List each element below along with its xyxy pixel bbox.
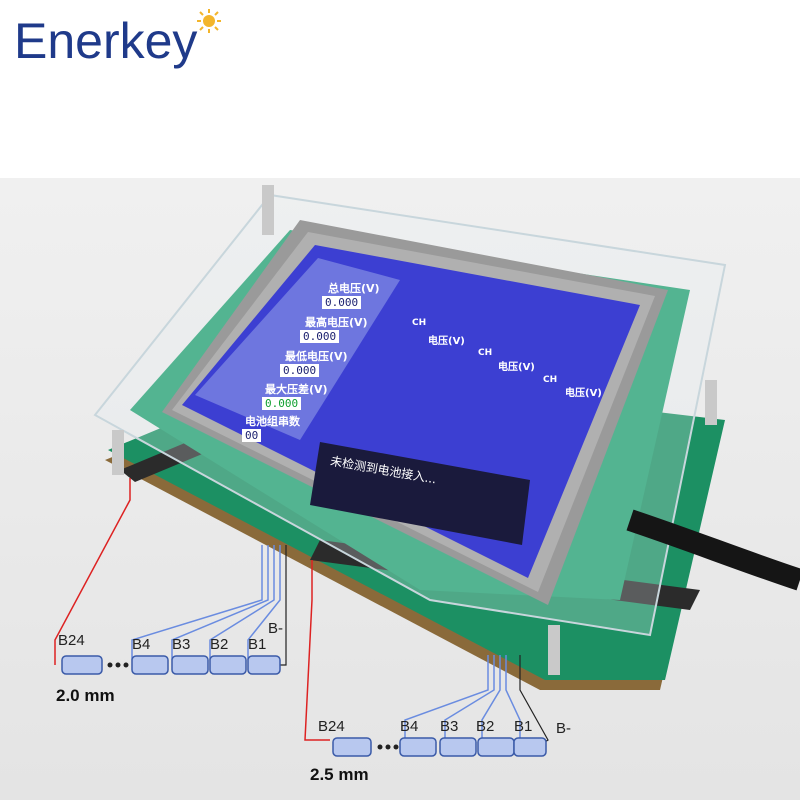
cell-label-b4-a: B4 xyxy=(132,636,151,653)
pitch-label-b: 2.5 mm xyxy=(310,765,369,784)
cell-label-b4-b: B4 xyxy=(400,718,419,735)
cell-label-b3-a: B3 xyxy=(172,636,191,653)
brand-logo: Enerkey xyxy=(14,13,198,69)
neg-label-a: B- xyxy=(268,620,283,637)
cell-label-b2-a: B2 xyxy=(210,636,229,653)
neg-label-b: B- xyxy=(556,720,571,737)
cell-label-b1-a: B1 xyxy=(248,636,267,653)
cell-label-b24-b: B24 xyxy=(318,718,345,735)
sun-logo-icon xyxy=(197,9,221,33)
cell-label-b3-b: B3 xyxy=(440,718,459,735)
cell-label-b24-a: B24 xyxy=(58,632,85,649)
cell-label-b2-b: B2 xyxy=(476,718,495,735)
cell-label-b1-b: B1 xyxy=(514,718,533,735)
pitch-label-a: 2.0 mm xyxy=(56,686,115,705)
